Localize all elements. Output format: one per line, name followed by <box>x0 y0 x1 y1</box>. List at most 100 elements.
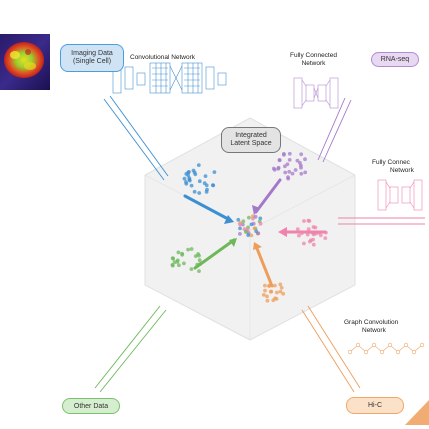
scatter-point <box>263 283 267 288</box>
scatter-point <box>318 233 323 238</box>
scatter-point <box>273 283 277 288</box>
scatter-point <box>170 256 175 260</box>
latent-space-tag[interactable]: Integrated Latent Space <box>221 127 281 153</box>
other-data-tag[interactable]: Other Data <box>62 398 120 414</box>
scatter-point <box>197 191 202 195</box>
scatter-point <box>176 250 181 255</box>
scatter-point <box>293 168 298 172</box>
scatter-point <box>287 169 292 174</box>
fc-top-layers <box>293 77 339 109</box>
scatter-point <box>287 158 292 162</box>
scatter-point <box>238 232 242 236</box>
imaging-tag-line1: Imaging Data <box>71 50 113 57</box>
scatter-point <box>197 179 202 184</box>
scatter-point <box>290 171 295 176</box>
gcn-label: Graph Convolution Network <box>344 319 398 334</box>
scatter-point <box>307 219 312 223</box>
scatter-point <box>276 165 281 170</box>
scatter-point <box>306 227 311 232</box>
scatter-point <box>267 283 272 288</box>
hic-tag[interactable]: Hi-C <box>346 397 404 414</box>
scatter-point <box>189 183 194 188</box>
scatter-point <box>302 219 306 223</box>
scatter-point <box>283 170 288 175</box>
scatter-point <box>197 269 201 273</box>
fc-right-line1: Fully Connec <box>372 159 410 166</box>
scatter-point <box>192 189 197 194</box>
scatter-point <box>324 230 328 235</box>
cnn-label: Convolutional Network <box>130 54 196 61</box>
scatter-point <box>244 230 248 234</box>
scatter-point <box>186 247 191 252</box>
scatter-point <box>212 170 217 175</box>
scatter-point <box>203 174 208 179</box>
scatter-point <box>175 260 180 264</box>
scatter-point <box>265 294 269 299</box>
scatter-point <box>311 225 316 229</box>
scatter-point <box>278 282 283 287</box>
scatter-point <box>249 222 254 227</box>
scatter-point <box>254 229 259 234</box>
scatter-point <box>299 231 304 236</box>
scatter-point <box>191 168 196 173</box>
scatter-point <box>198 262 203 266</box>
scatter-point <box>295 227 300 232</box>
scatter-point <box>196 163 201 168</box>
scatter-point <box>310 230 315 235</box>
scatter-point <box>241 219 246 224</box>
scatter-point <box>182 176 187 181</box>
imaging-tag-line2: (Single Cell) <box>72 58 112 65</box>
scatter-point <box>282 152 286 156</box>
scatter-point <box>287 151 292 156</box>
purple-arrow <box>254 178 282 214</box>
scatter-point <box>299 171 304 176</box>
scatter-point <box>281 291 286 296</box>
scatter-point <box>305 232 310 237</box>
scatter-point <box>286 176 291 181</box>
scatter-point <box>170 263 175 267</box>
scatter-point <box>311 242 316 247</box>
hex-inner-line-3 <box>249 174 356 231</box>
scatter-point <box>205 187 209 192</box>
scatter-point <box>180 252 185 257</box>
rna-seq-tag[interactable]: RNA-seq <box>371 52 419 67</box>
arrow-heads <box>224 205 287 250</box>
scatter-point <box>298 163 303 168</box>
scatter-point <box>246 233 251 238</box>
scatter-point <box>177 263 181 268</box>
scatter-point <box>195 262 200 267</box>
scatter-point <box>274 297 279 301</box>
scatter-point <box>297 233 301 238</box>
scatter-point <box>269 289 273 294</box>
gcn-line2: Network <box>362 326 386 334</box>
scatter-point <box>187 170 191 174</box>
gcn-graph <box>347 342 425 355</box>
scatter-point <box>278 289 283 294</box>
scatter-point <box>197 258 202 263</box>
scatter-points <box>170 151 328 303</box>
blue-arrow <box>183 194 232 222</box>
scatter-point <box>275 290 279 295</box>
scatter-point <box>309 238 313 243</box>
scatter-point <box>277 158 282 162</box>
scatter-point <box>271 298 276 303</box>
scatter-point <box>204 183 209 188</box>
hic-triangle <box>405 400 429 425</box>
scatter-point <box>253 214 258 219</box>
fc-right-line2: Network <box>390 166 414 174</box>
scatter-point <box>238 222 242 227</box>
scatter-point <box>182 261 186 266</box>
scatter-point <box>303 170 308 175</box>
rna-tag-label: RNA-seq <box>380 56 410 63</box>
imaging-data-tag[interactable]: Imaging Data (Single Cell) <box>60 44 124 72</box>
scatter-point <box>258 216 263 221</box>
hic-tag-label: Hi-C <box>368 402 382 409</box>
scatter-point <box>258 221 263 226</box>
scatter-point <box>187 177 192 182</box>
latent-line2: Latent Space <box>230 140 272 147</box>
scatter-point <box>265 298 270 303</box>
scatter-point <box>196 252 201 256</box>
other-tag-label: Other Data <box>73 403 109 410</box>
scatter-point <box>313 231 318 236</box>
